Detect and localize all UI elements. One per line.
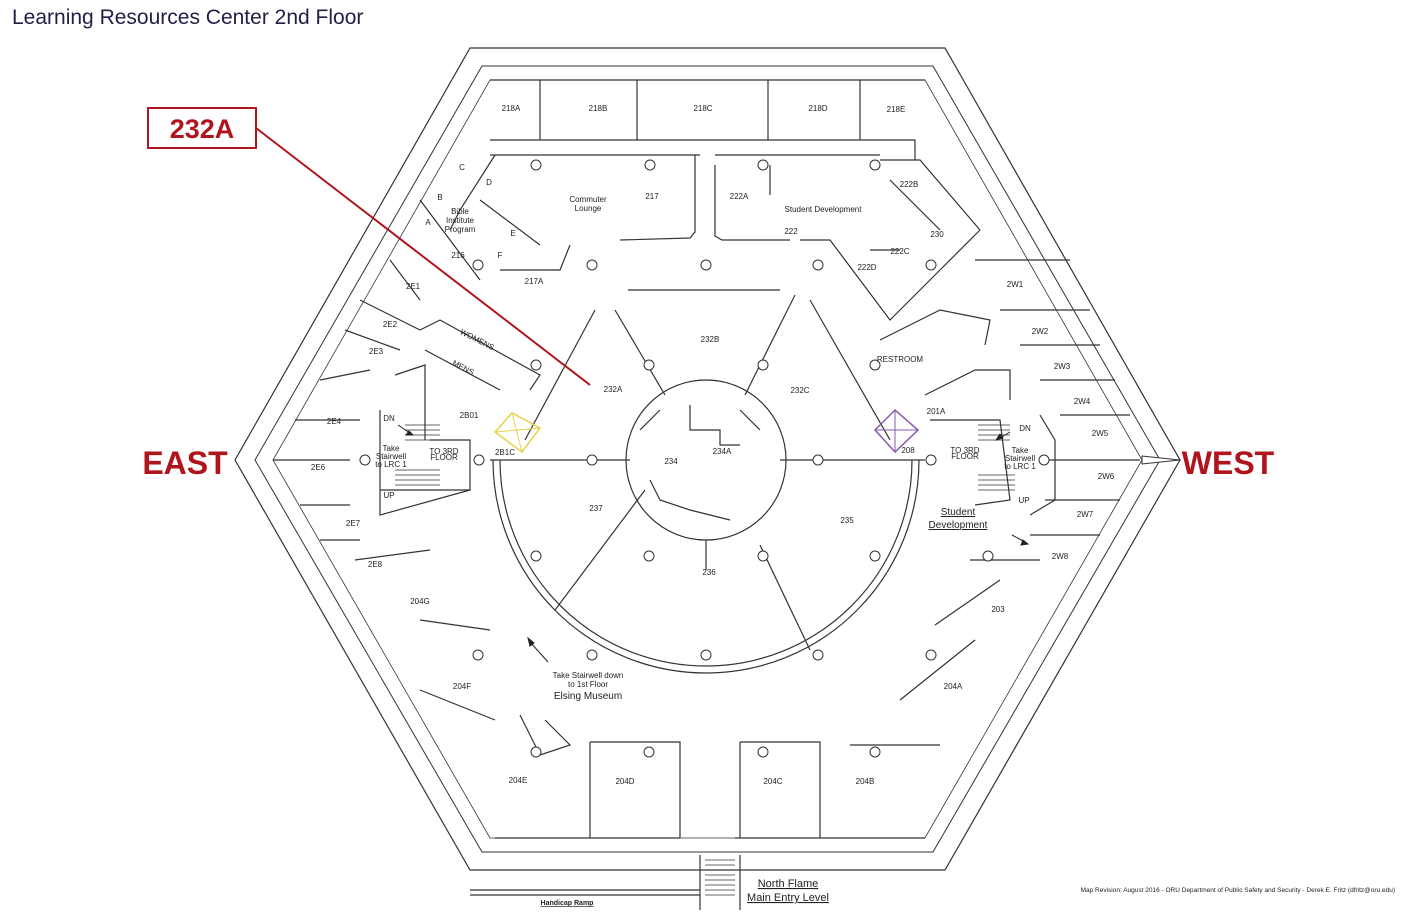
room-230: 230	[930, 230, 944, 239]
room-C: C	[459, 163, 465, 172]
room-2E2: 2E2	[383, 320, 398, 329]
room-203: 203	[991, 605, 1005, 614]
west-label: WEST	[1182, 445, 1275, 481]
handicap-ramp-label: Handicap Ramp	[541, 900, 594, 907]
room-student-development-top: Student Development	[785, 205, 863, 214]
room-222: 222	[784, 227, 798, 236]
room-D: D	[486, 178, 492, 187]
room-A: A	[425, 218, 431, 227]
elevator-icon-east	[493, 412, 542, 454]
stair-up-east: UP	[383, 491, 394, 500]
building-outline-outer	[234, 47, 1181, 871]
room-2W8: 2W8	[1052, 552, 1069, 561]
room-204A: 204A	[944, 682, 963, 691]
room-204D: 204D	[615, 777, 634, 786]
room-2E1: 2E1	[406, 282, 421, 291]
room-2W1: 2W1	[1007, 280, 1024, 289]
room-222D: 222D	[857, 263, 876, 272]
elsing-museum-label: Elsing Museum	[554, 691, 622, 702]
room-232C: 232C	[790, 386, 809, 395]
room-218D: 218D	[808, 104, 827, 113]
room-2E7: 2E7	[346, 519, 361, 528]
room-204F: 204F	[453, 682, 471, 691]
room-2E6: 2E6	[311, 463, 326, 472]
room-217: 217	[645, 192, 659, 201]
room-F: F	[498, 251, 503, 260]
callout-box	[147, 107, 257, 149]
room-208: 208	[901, 446, 915, 455]
room-216: 216	[451, 251, 465, 260]
room-2B1C: 2B1C	[495, 448, 515, 457]
room-2W2: 2W2	[1032, 327, 1049, 336]
room-2B01: 2B01	[460, 411, 479, 420]
atrium-circle	[625, 379, 787, 541]
room-234A: 234A	[713, 447, 732, 456]
room-222B: 222B	[900, 180, 919, 189]
room-2W5: 2W5	[1092, 429, 1109, 438]
room-218A: 218A	[502, 104, 521, 113]
room-232A: 232A	[604, 385, 623, 394]
room-204G: 204G	[410, 597, 430, 606]
room-2E4: 2E4	[327, 417, 342, 426]
room-232B: 232B	[701, 335, 720, 344]
main-entry-label: Main Entry Level	[747, 892, 829, 904]
room-B: B	[437, 193, 442, 202]
map-revision-note: Map Revision: August 2016 - ORU Departme…	[1081, 887, 1395, 894]
callout-label: 232A	[170, 114, 235, 144]
east-label: EAST	[142, 445, 228, 481]
room-235: 235	[840, 516, 854, 525]
elevator-icon-west	[873, 408, 920, 454]
callout-leader	[255, 127, 591, 386]
room-217A: 217A	[525, 277, 544, 286]
room-204C: 204C	[763, 777, 782, 786]
room-234: 234	[664, 457, 678, 466]
map-title: Learning Resources Center 2nd Floor	[12, 6, 364, 29]
room-218B: 218B	[589, 104, 608, 113]
room-218C: 218C	[693, 104, 712, 113]
room-222C: 222C	[890, 247, 909, 256]
room-218E: 218E	[887, 105, 906, 114]
room-236: 236	[702, 568, 716, 577]
room-E: E	[510, 229, 515, 238]
north-flame-label: North Flame	[758, 878, 819, 890]
room-2E8: 2E8	[368, 560, 383, 569]
room-2W3: 2W3	[1054, 362, 1071, 371]
stair-dn-west: DN	[1019, 424, 1031, 433]
room-2W7: 2W7	[1077, 510, 1094, 519]
room-mens: MENS	[451, 359, 476, 378]
room-restroom: RESTROOM	[877, 355, 924, 364]
west-pointer	[1141, 455, 1181, 465]
building-outline-inner	[254, 65, 1161, 853]
room-2E3: 2E3	[369, 347, 384, 356]
room-237: 237	[589, 504, 603, 513]
stair-dn-east: DN	[383, 414, 395, 423]
room-204B: 204B	[856, 777, 875, 786]
room-222A: 222A	[730, 192, 749, 201]
room-201A: 201A	[927, 407, 946, 416]
room-2W6: 2W6	[1098, 472, 1115, 481]
room-2W4: 2W4	[1074, 397, 1091, 406]
room-204E: 204E	[509, 776, 528, 785]
stair-up-west: UP	[1018, 496, 1029, 505]
room-womens: WOMENS	[459, 327, 496, 352]
